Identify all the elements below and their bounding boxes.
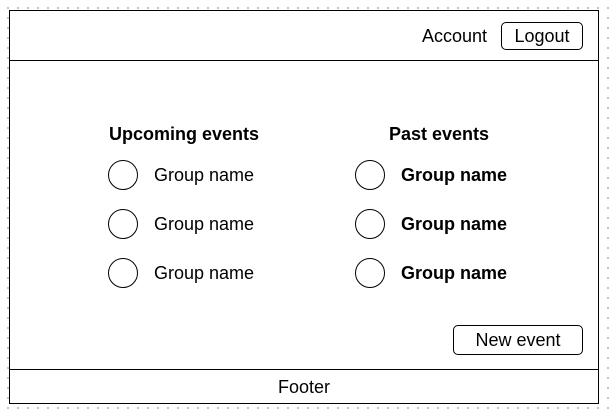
radio-circle-icon[interactable]	[108, 209, 138, 239]
group-name-label: Group name	[154, 214, 255, 234]
logout-button[interactable]: Logout	[501, 22, 583, 50]
group-name-label: Group name	[401, 214, 508, 234]
new-event-button[interactable]: New event	[453, 325, 583, 355]
radio-circle-icon[interactable]	[355, 160, 385, 190]
radio-circle-icon[interactable]	[108, 258, 138, 288]
group-name-label: Group name	[154, 165, 255, 185]
radio-circle-icon[interactable]	[355, 209, 385, 239]
group-name-label: Group name	[154, 263, 255, 283]
radio-circle-icon[interactable]	[108, 160, 138, 190]
group-name-label: Group name	[401, 263, 508, 283]
footer-label: Footer	[277, 377, 331, 397]
past-events-title: Past events	[389, 124, 490, 144]
group-name-label: Group name	[401, 165, 508, 185]
upcoming-events-title: Upcoming events	[109, 124, 260, 144]
header-bar: Account Logout	[10, 11, 598, 61]
account-link[interactable]: Account	[421, 26, 487, 46]
app-window: Account Logout Upcoming events Group nam…	[9, 10, 599, 404]
radio-circle-icon[interactable]	[355, 258, 385, 288]
footer: Footer	[10, 369, 598, 403]
